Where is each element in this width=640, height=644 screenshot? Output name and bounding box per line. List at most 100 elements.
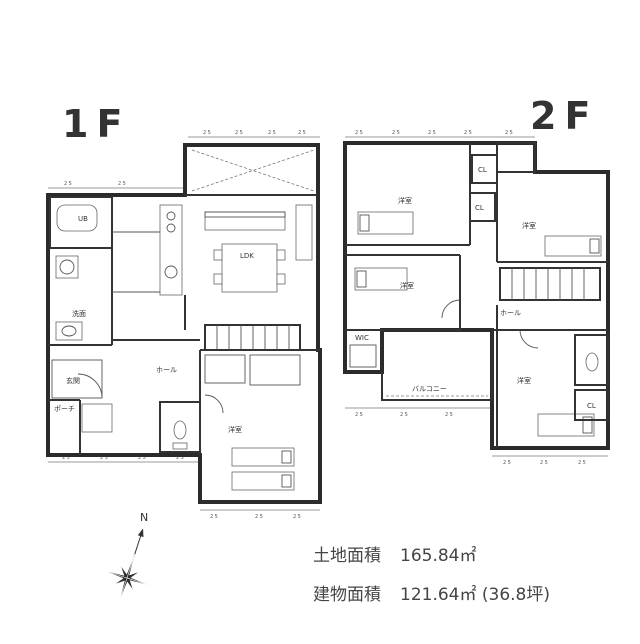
wash-basin (55, 321, 83, 341)
bedroom-3-2f: 洋室 (496, 143, 608, 263)
dimension-label: 25 (428, 130, 437, 136)
terrace-cross (191, 149, 315, 192)
room-label-entrance: 玄関 (66, 376, 80, 385)
dimension-label: 25 (203, 130, 212, 136)
dimension-label: 25 (100, 455, 109, 461)
room-label-bath: UB (78, 215, 88, 223)
floor-title-1f: 1F (62, 102, 130, 146)
bathroom-1f: UB (49, 196, 113, 249)
room-label-bedroom-1: 洋室 (398, 196, 412, 205)
floor-plan-1f: 1F 25 25 25 25 25 25 25 25 25 25 25 25 2… (46, 102, 322, 520)
bed-pillow (589, 238, 600, 254)
dimension-label: 25 (540, 460, 549, 466)
stove-burner (166, 211, 176, 221)
bed (357, 211, 414, 235)
dimension-label: 25 (464, 130, 473, 136)
door-swing (204, 394, 224, 414)
closet (496, 142, 536, 173)
room-label-wic: WIC (355, 334, 369, 342)
dimension-label: 25 (445, 412, 454, 418)
closet (574, 389, 609, 421)
dimension-label: 25 (268, 130, 277, 136)
stairs-2f: ホール (496, 267, 601, 448)
room-label-bedroom-4: 洋室 (517, 376, 531, 385)
room-label-bedroom: 洋室 (228, 425, 242, 434)
room-label-hall-2f: ホール (500, 309, 521, 317)
north-label: N (140, 511, 148, 524)
toilet-2f: CL (574, 334, 609, 421)
closet (204, 354, 246, 384)
closet (469, 192, 496, 222)
dimension-label: 25 (176, 455, 185, 461)
outer-wall-2f (343, 141, 610, 450)
bed (544, 235, 602, 257)
stairs (204, 324, 301, 351)
washing-machine (55, 255, 79, 279)
dimension-lines-1f: 25 25 25 25 25 25 25 25 25 25 25 25 25 (48, 130, 320, 520)
entrance-floor (51, 359, 103, 399)
tv-board (295, 204, 313, 261)
north-compass: N (103, 511, 151, 602)
terrace-1f (185, 149, 318, 196)
wic-2f: WIC (345, 329, 382, 368)
outer-wall-1f (46, 143, 322, 504)
entrance-door-swing (77, 373, 103, 399)
dimension-label: 25 (400, 412, 409, 418)
dimension-label: 25 (118, 181, 127, 187)
north-arrow-head (137, 528, 144, 538)
entrance-1f: 玄関 ポーチ (48, 359, 113, 455)
stove-burner (166, 223, 176, 233)
shoe-storage (81, 403, 113, 433)
toilet-tank (172, 442, 188, 450)
bathtub (56, 204, 98, 232)
toilet-room (574, 334, 609, 386)
floor-plan-2f: 2F 25 25 25 25 25 25 25 25 25 25 25 洋室 (343, 94, 610, 466)
room-label-washroom: 洗面 (72, 309, 86, 318)
storage (249, 354, 301, 386)
stairs (499, 267, 601, 301)
compass-rose (103, 528, 151, 602)
stairs-1f (204, 324, 301, 351)
ldk-1f: LDK (204, 204, 313, 293)
dimension-label: 25 (355, 412, 364, 418)
area-info: 土地面積 165.84㎡ 建物面積 121.64㎡ (36.8坪) (313, 546, 550, 605)
bed-pillow (356, 270, 367, 288)
dimension-label: 25 (355, 130, 364, 136)
compass-highlight (103, 569, 151, 587)
washroom-1f: 洗面 (48, 195, 113, 346)
dining-chair (213, 273, 223, 285)
room-label-porch: ポーチ (54, 405, 75, 413)
terrace-cross (191, 149, 315, 192)
toilet-bowl (173, 420, 187, 440)
door-swing (519, 329, 539, 349)
dimension-label: 25 (64, 181, 73, 187)
balcony-2f: バルコニー (381, 330, 493, 401)
dimension-label: 25 (293, 514, 302, 520)
bedroom-2-2f: 洋室 (345, 254, 461, 331)
dimension-label: 25 (505, 130, 514, 136)
dimension-label: 25 (138, 455, 147, 461)
room-label-bedroom-2: 洋室 (400, 281, 414, 290)
kitchen-counter (159, 204, 183, 296)
bed-pillow (582, 416, 593, 434)
dining-chair (213, 249, 223, 261)
bed (231, 471, 295, 491)
dimension-lines-2f: 25 25 25 25 25 25 25 25 25 25 25 (345, 130, 608, 466)
toilet-bowl (585, 352, 599, 372)
balcony-railing (381, 330, 493, 401)
dimension-label: 25 (255, 514, 264, 520)
kitchen-sink (164, 265, 178, 279)
storage-1f (112, 231, 200, 341)
room-label-ldk: LDK (240, 252, 254, 260)
bedroom-1-2f: 洋室 (345, 143, 471, 246)
dimension-label: 25 (210, 514, 219, 520)
wash-basin-bowl (61, 325, 77, 337)
bed-pillow (281, 450, 292, 464)
door-swing (441, 299, 461, 319)
dimension-label: 25 (235, 130, 244, 136)
dimension-label: 25 (392, 130, 401, 136)
floor-title-2f: 2F (530, 94, 598, 138)
bedroom-1f: 洋室 (199, 349, 320, 491)
sofa (204, 211, 286, 231)
